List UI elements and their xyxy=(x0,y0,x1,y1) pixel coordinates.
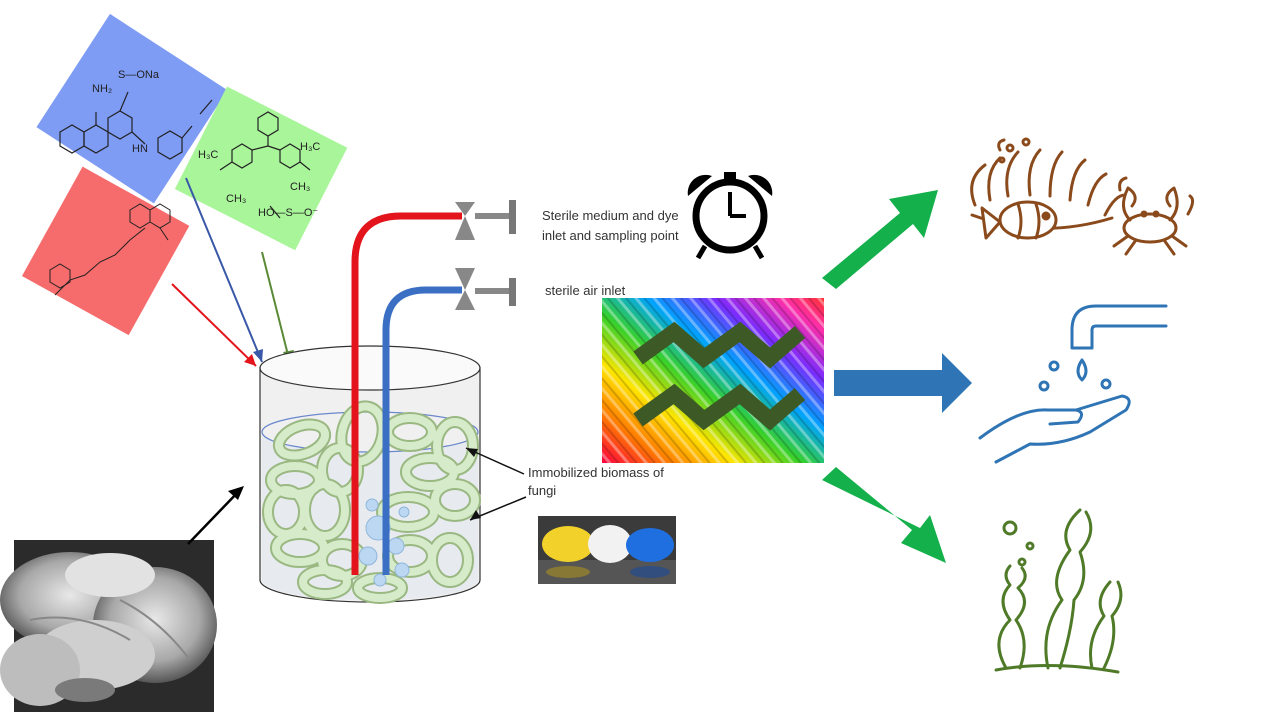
dye-card-green xyxy=(174,86,348,251)
blue-hn-label: HN xyxy=(132,143,148,155)
air-inlet-label: sterile air inlet xyxy=(545,283,626,298)
alarm-clock-icon xyxy=(687,172,773,260)
fungus-photo xyxy=(0,540,217,712)
arrow-to-clean-water xyxy=(834,353,972,413)
green-h3c-label-2: H₃C xyxy=(300,141,320,153)
green-ch3-label-2: CH₃ xyxy=(290,181,310,193)
carrier-photo xyxy=(538,516,676,584)
fungus-arrow xyxy=(187,489,241,545)
medium-inlet-pipe xyxy=(351,212,462,575)
red-dye-arrow xyxy=(171,283,257,367)
green-dye-arrow xyxy=(261,251,291,364)
biomass-label-line1: Immobilized biomass of xyxy=(528,465,664,480)
dye-card-blue xyxy=(36,13,228,204)
arrow-to-aquatic-plants xyxy=(822,467,946,563)
biomass-label-line2: fungi xyxy=(528,483,557,498)
fish-crab-coral-icon xyxy=(970,137,1195,256)
green-h3c-label-1: H₃C xyxy=(198,149,218,161)
blue-dye-arrow xyxy=(185,177,263,363)
medium-inlet-label-line1: Sterile medium and dye xyxy=(542,208,679,223)
medium-valve xyxy=(455,202,475,240)
green-hoso-label: HO—S—O⁻ xyxy=(258,207,318,219)
air-valve xyxy=(455,268,475,310)
tap-water-hand-icon xyxy=(978,304,1168,464)
arrow-to-marine-life xyxy=(822,190,938,289)
green-ch3-label-1: CH₃ xyxy=(226,193,246,205)
medium-inlet-label-line2: inlet and sampling point xyxy=(542,228,679,243)
blue-nh2-label: NH₂ xyxy=(92,83,112,95)
blue-so3na-label: S—ONa xyxy=(118,69,160,81)
dye-decolorization-image xyxy=(602,298,824,463)
air-inlet-pipe xyxy=(382,286,462,575)
green-dye-structure xyxy=(219,111,311,219)
seaweed-icon xyxy=(994,508,1123,674)
blue-dye-structure xyxy=(59,91,213,160)
dye-card-red xyxy=(21,166,190,336)
red-dye-structure xyxy=(49,203,171,296)
